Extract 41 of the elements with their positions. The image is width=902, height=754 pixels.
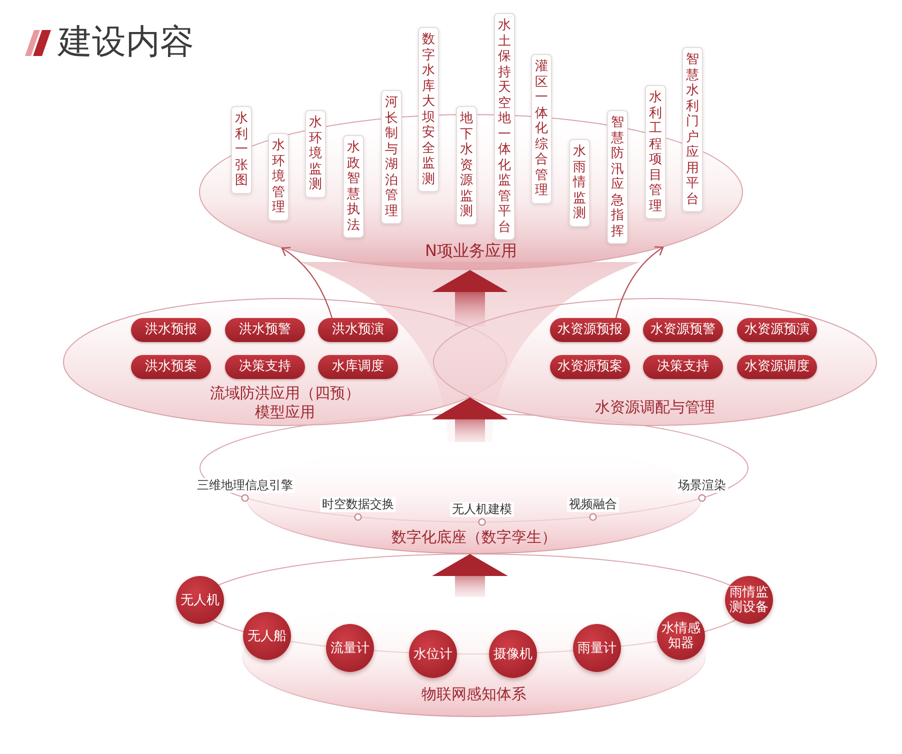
block-arrow xyxy=(432,270,508,327)
layer-title: N项业务应用 xyxy=(425,241,517,261)
application-tag: 水土保持天空地一体化监管平台 xyxy=(494,13,515,240)
application-tag: 地下水资源监测 xyxy=(456,106,477,224)
application-tag: 灌区一体化综合管理 xyxy=(531,54,552,204)
function-tag: 水库调度 xyxy=(318,355,398,379)
application-tag: 水利一张图 xyxy=(231,106,252,194)
function-tag: 水资源调度 xyxy=(737,355,817,379)
application-tag: 水政智慧执法 xyxy=(343,135,364,238)
function-tag: 决策支持 xyxy=(643,355,723,379)
feature-label: 无人机建模 xyxy=(450,502,514,517)
function-tag: 洪水预报 xyxy=(131,318,211,342)
application-tag: 智慧水利门户应用平台 xyxy=(682,47,703,212)
page-title: 建设内容 xyxy=(58,22,194,62)
application-tag: 河长制与湖泊管理 xyxy=(381,90,402,224)
function-tag: 水资源预报 xyxy=(550,318,630,342)
feature-label: 时空数据交换 xyxy=(320,497,396,512)
feature-label: 三维地理信息引擎 xyxy=(195,478,295,493)
application-tag: 水利工程项目管理 xyxy=(645,85,666,219)
feature-label: 视频融合 xyxy=(567,497,619,512)
application-tag: 数字水库大坝安全监测 xyxy=(418,27,439,192)
function-tag: 决策支持 xyxy=(225,355,305,379)
layer-title: 数字化底座（数字孪生） xyxy=(392,528,556,547)
curved-arrow xyxy=(615,246,664,318)
curved-arrow xyxy=(281,247,333,318)
layer-title: 模型应用 xyxy=(255,403,315,422)
layer-title: 流域防洪应用（四预） xyxy=(210,384,360,403)
block-arrow xyxy=(432,554,508,597)
feature-label: 场景渲染 xyxy=(676,478,728,493)
function-tag: 洪水预警 xyxy=(225,318,305,342)
device-node: 雨情监测设备 xyxy=(725,576,773,624)
function-tag: 洪水预案 xyxy=(131,355,211,379)
block-arrow xyxy=(432,397,508,442)
layer-title: 物联网感知体系 xyxy=(422,685,526,704)
function-tag: 水资源预警 xyxy=(643,318,723,342)
function-tag: 洪水预演 xyxy=(318,318,398,342)
function-tag: 水资源预演 xyxy=(737,318,817,342)
application-tag: 水雨情监测 xyxy=(569,139,590,226)
layer-title: 水资源调配与管理 xyxy=(595,398,715,417)
device-node: 无人机 xyxy=(176,576,224,624)
function-tag: 水资源预案 xyxy=(550,355,630,379)
